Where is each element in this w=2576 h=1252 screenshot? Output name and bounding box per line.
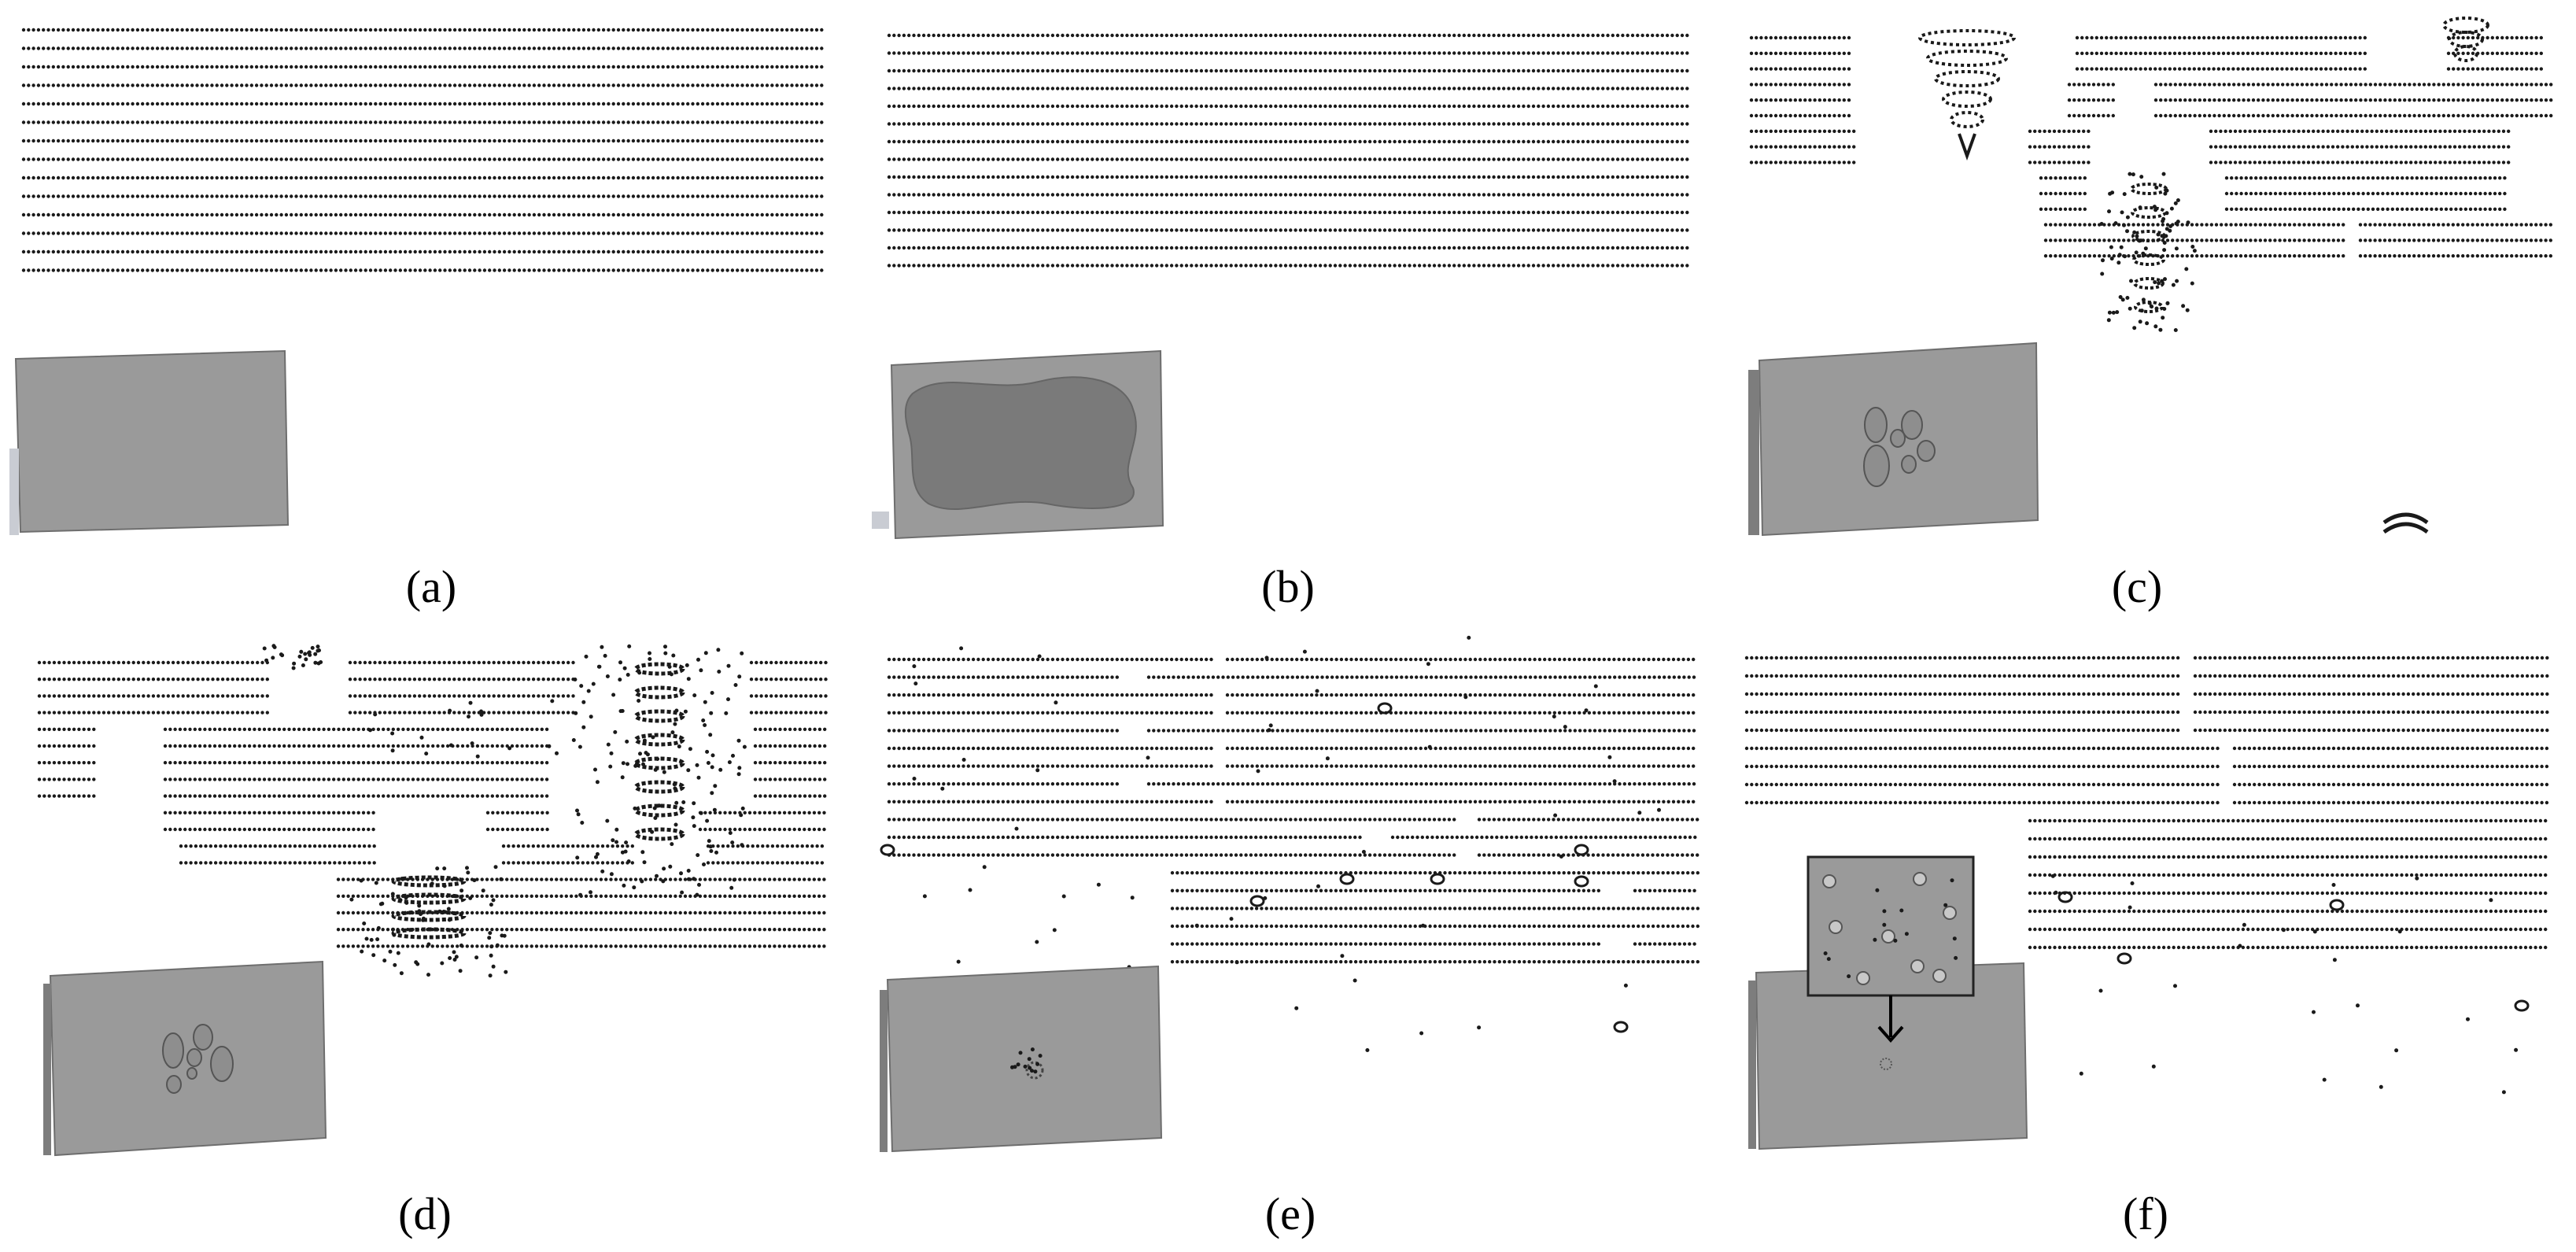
crater-pit xyxy=(186,1048,202,1067)
debris-particles xyxy=(368,699,559,759)
debris-ring xyxy=(2131,206,2167,219)
debris-ring xyxy=(391,927,467,940)
crater-pit xyxy=(1863,445,1890,487)
defect-marker xyxy=(2117,952,2132,965)
plate-shadow xyxy=(872,512,889,529)
panel-label-b: (b) xyxy=(1261,561,1315,612)
panel-f xyxy=(1744,656,2549,1150)
debris-ring xyxy=(633,662,685,676)
crater-pit xyxy=(1917,440,1936,462)
damage-region xyxy=(904,376,1137,510)
debris-ring xyxy=(391,892,467,905)
plate-edge xyxy=(1748,981,1756,1149)
crater-pit xyxy=(193,1024,213,1051)
debris-ring xyxy=(633,733,685,747)
crater-pit xyxy=(1025,1061,1044,1080)
debris-particles xyxy=(349,865,508,978)
cone-ring xyxy=(2448,31,2484,48)
defect-marker xyxy=(1613,1021,1629,1033)
debris-ring xyxy=(633,827,685,841)
crater-rim-arc xyxy=(2382,522,2429,534)
zoom-crater xyxy=(1932,969,1947,983)
cone-ring xyxy=(1926,50,2008,67)
debris-particles xyxy=(1823,878,1958,979)
plate-edge xyxy=(43,984,51,1155)
debris-ring xyxy=(633,709,685,723)
zoom-crater xyxy=(1943,906,1957,920)
zoom-crater xyxy=(1913,872,1927,886)
debris-ring xyxy=(391,910,467,922)
defect-marker xyxy=(1574,844,1589,856)
panel-label-a: (a) xyxy=(406,561,456,612)
defect-marker xyxy=(1249,895,1265,907)
cone-ring xyxy=(1934,70,2000,87)
panel-d xyxy=(37,644,828,1157)
crater-pit xyxy=(1901,410,1923,440)
cone-tip xyxy=(1958,133,1976,161)
crater-pit xyxy=(210,1046,234,1082)
crater-pit xyxy=(162,1032,184,1069)
defect-marker xyxy=(880,844,895,856)
cone-ring xyxy=(2453,45,2478,62)
labels-layer: (a) (b) (c) (d) (e) (f) xyxy=(398,561,2168,1239)
defect-marker xyxy=(1574,875,1589,888)
panel-label-e: (e) xyxy=(1265,1188,1316,1239)
panel-c xyxy=(1748,17,2553,537)
debris-particles xyxy=(2099,172,2197,332)
defect-marker xyxy=(1339,873,1355,885)
panel-label-f: (f) xyxy=(2123,1188,2168,1239)
target-plate xyxy=(886,965,1163,1153)
defect-marker xyxy=(1430,873,1445,885)
target-plate xyxy=(14,349,290,534)
cone-ring xyxy=(2442,17,2489,34)
zoom-crater xyxy=(1856,971,1870,985)
zoom-arrowhead xyxy=(1877,1025,1904,1043)
debris-ring xyxy=(633,685,685,700)
debris-ring xyxy=(633,780,685,794)
zoom-crater xyxy=(1822,874,1836,888)
plate-edge xyxy=(1748,370,1759,535)
crater-pit xyxy=(1864,407,1888,443)
debris-particles xyxy=(2050,873,2519,1095)
defect-marker xyxy=(1377,702,1393,715)
panels-layer xyxy=(9,17,2553,1157)
panel-label-c: (c) xyxy=(2112,561,2162,612)
debris-ring xyxy=(2130,183,2168,195)
debris-ring xyxy=(391,875,467,888)
panel-label-d: (d) xyxy=(398,1188,452,1239)
debris-ring xyxy=(633,756,685,770)
defect-marker xyxy=(2329,899,2345,911)
zoom-crater xyxy=(1881,929,1895,944)
defect-marker xyxy=(2514,999,2530,1012)
crater-pit xyxy=(1890,429,1906,448)
cone-ring xyxy=(1950,111,1984,128)
cone-ring xyxy=(1918,29,2016,46)
debris-ring xyxy=(2134,301,2164,313)
zoom-crater xyxy=(1829,920,1843,934)
crater-rim-arc xyxy=(2382,512,2429,525)
panel-b xyxy=(872,33,1689,540)
panel-e xyxy=(880,635,1700,1153)
plate-edge xyxy=(880,990,888,1152)
panel-a xyxy=(9,28,824,535)
zoom-crater xyxy=(1910,959,1925,973)
debris-ring xyxy=(633,803,685,818)
plate-shadow xyxy=(9,449,19,535)
crater-pit xyxy=(1901,455,1917,474)
debris-ring xyxy=(2132,253,2165,266)
debris-particles xyxy=(1010,1047,1043,1074)
crater-pit xyxy=(1880,1058,1892,1070)
crater-pit xyxy=(186,1067,197,1080)
debris-ring xyxy=(2131,230,2166,242)
defect-marker xyxy=(2057,891,2073,903)
crater-pit xyxy=(166,1075,182,1094)
debris-particles xyxy=(262,644,323,670)
debris-ring xyxy=(2133,277,2165,290)
cone-ring xyxy=(1942,90,1992,108)
debris-particles xyxy=(571,644,747,897)
debris-particles xyxy=(912,635,1662,1052)
